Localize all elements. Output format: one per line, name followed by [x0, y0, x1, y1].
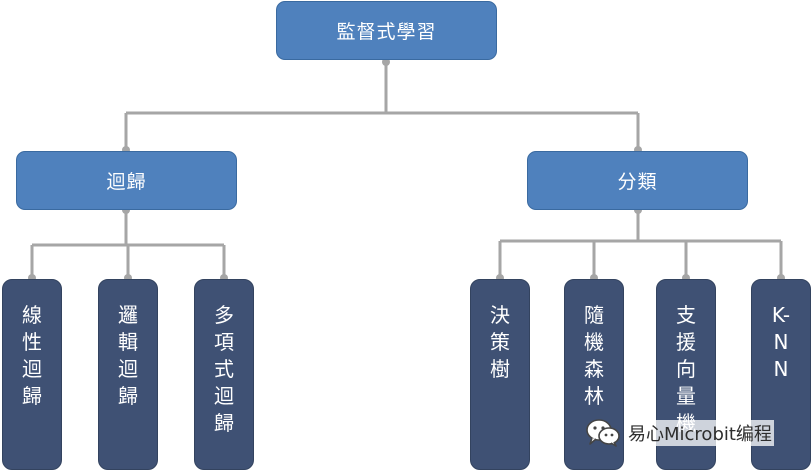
branch-label: 迴歸 — [106, 171, 147, 193]
branch-node-classification: 分類 — [527, 151, 748, 210]
leaf-label: 隨機森林 — [584, 303, 604, 408]
branch-node-regression: 迴歸 — [16, 151, 237, 210]
leaf-label: 支援向量機 — [676, 303, 696, 435]
leaf-node-linear-regression: 線性迴歸 — [2, 279, 62, 470]
leaf-label: 邏輯迴歸 — [118, 303, 138, 408]
leaf-node-logistic-regression: 邏輯迴歸 — [98, 279, 158, 470]
leaf-label: 決策樹 — [490, 303, 510, 381]
leaf-label: 多項式迴歸 — [214, 303, 234, 435]
root-label: 監督式學習 — [336, 21, 437, 43]
watermark-text: 易心Microbit编程 — [626, 420, 774, 446]
leaf-label: K-NN — [771, 303, 791, 381]
wechat-icon — [586, 419, 620, 447]
leaf-node-polynomial-regression: 多項式迴歸 — [194, 279, 254, 470]
leaf-node-decision-tree: 決策樹 — [470, 279, 530, 470]
watermark: 易心Microbit编程 — [585, 416, 774, 450]
branch-label: 分類 — [617, 171, 658, 193]
leaf-label: 線性迴歸 — [22, 303, 42, 408]
root-node: 監督式學習 — [276, 1, 497, 60]
